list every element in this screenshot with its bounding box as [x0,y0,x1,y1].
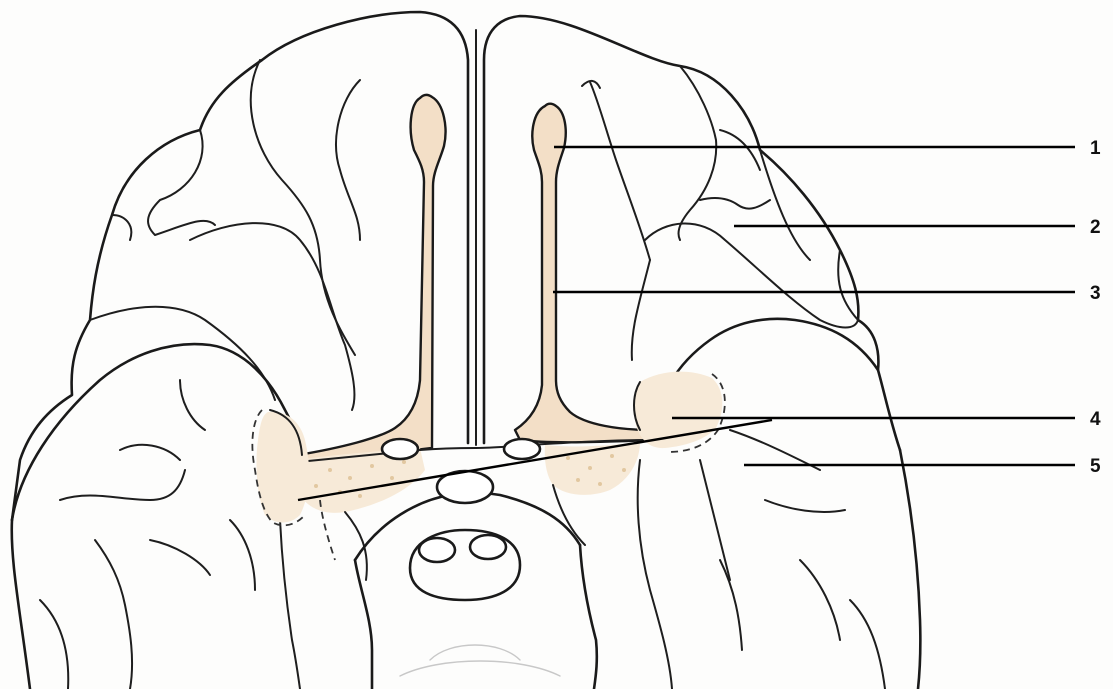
label-5: 5 [1090,456,1101,477]
right-optic-nerve [504,439,540,459]
label-3: 3 [1090,283,1101,304]
label-2: 2 [1090,217,1101,238]
brainstem [355,545,597,689]
left-olfactory-tract [298,95,446,462]
label-1: 1 [1090,138,1101,159]
right-olfactory-tract [515,104,655,443]
left-temporal-lobe [12,344,300,689]
labels: 1 2 3 4 5 [1090,138,1101,477]
label-4: 4 [1090,409,1101,430]
mammillary-bodies [410,530,520,600]
left-optic-nerve [382,439,418,459]
